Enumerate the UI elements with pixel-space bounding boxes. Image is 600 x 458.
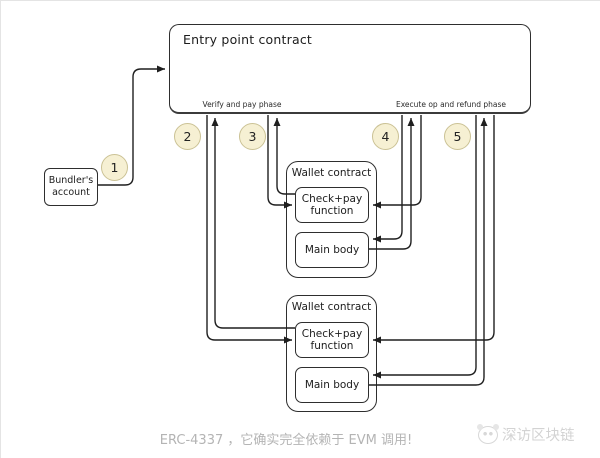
wallet-contract-1-title: Wallet contract <box>291 167 372 179</box>
step-circle-1: 1 <box>101 154 128 181</box>
step-circle-4: 4 <box>372 123 399 150</box>
wallet-2-check-pay-function-box: Check+pay function <box>295 322 369 358</box>
entry-point-contract-label: Entry point contract <box>183 32 312 47</box>
watermark-text: 深访区块链 <box>502 428 575 444</box>
arrow-5-call-entry-to-wallet2-mainbody <box>373 115 477 379</box>
entry-point-contract-box: Entry point contract <box>169 24 531 114</box>
step-circle-5: 5 <box>444 123 471 150</box>
execute-phase-label: Execute op and refund phase <box>395 100 507 109</box>
bundler-account-box: Bundler's account <box>44 168 98 206</box>
caption-text: ERC-4337 ，它确实完全依赖于 EVM 调用! <box>159 433 413 448</box>
arrow-5-return-wallet2-mainbody-to-entry <box>369 118 488 386</box>
step-circle-2: 2 <box>174 123 201 150</box>
panda-logo-icon <box>477 423 499 444</box>
watermark: 深访区块链 <box>477 423 575 445</box>
step-circle-3: 3 <box>239 123 266 150</box>
wallet-2-main-body-box: Main body <box>295 367 369 403</box>
wallet-contract-2-title: Wallet contract <box>291 301 372 313</box>
wallet-1-check-pay-function-box: Check+pay function <box>295 187 369 223</box>
verify-phase-label: Verify and pay phase <box>202 100 282 109</box>
wallet-1-main-body-box: Main body <box>295 232 369 268</box>
